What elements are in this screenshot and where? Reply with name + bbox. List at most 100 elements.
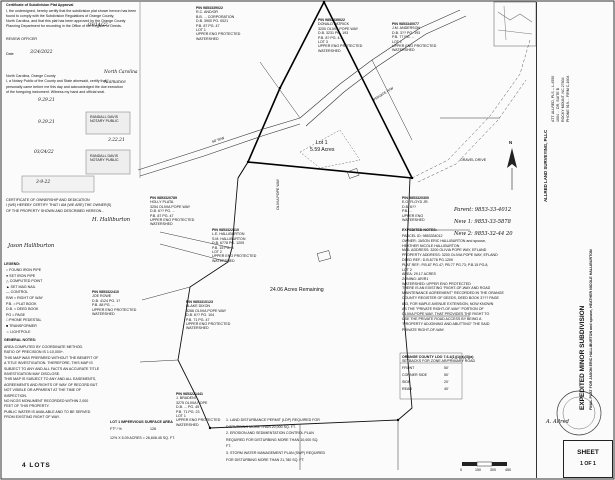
pin-new-1: New 1: 9853-33-5878 — [454, 219, 511, 225]
setback-distance: 20' — [444, 380, 449, 384]
setback-type: SIDE — [402, 380, 411, 384]
permit-note-line: FT. — [226, 444, 231, 449]
certificate-heading: Certificate of Subdivision Plat Approval — [6, 3, 74, 7]
parcel-line: WATERSHED — [186, 326, 209, 331]
north-label: N — [509, 140, 513, 145]
parcel-line: B.B. ... CORPORATION — [196, 14, 235, 19]
parcel-line: JOE ROWE — [92, 294, 112, 299]
parcel-line: DONALD PATRICK — [318, 22, 350, 27]
firm-line: ROCKY MOUNT, NC 27804 — [561, 77, 565, 122]
permit-note-line: FOR DISTURBING MORE THAN 21,780 SQ. FT. — [226, 457, 305, 462]
parcel-pin: PIN 9853340077 — [392, 22, 419, 26]
expedited-note-line: HEATHER NICOLE HALLIBURTON — [402, 243, 460, 248]
parcel-pin: PIN 9853339022 — [196, 6, 223, 10]
general-note-line: AREA COMPUTED BY COORDINATE METHOD. — [4, 345, 84, 349]
parcel-line: UPPER ENO PROTECTED — [392, 44, 437, 48]
notary-block: North Carolina, Orange County I, a Notar… — [6, 74, 124, 95]
setbacks-subtitle: SETBACKS FOR ZONE AR/PRIMARY ROAD — [402, 359, 476, 363]
legend-item: ☼ LIGHTPOLE — [6, 329, 31, 334]
parcel-line: WATERSHED — [150, 222, 173, 227]
pin-parent: Parent: 9853-33-4012 — [454, 207, 512, 213]
parcel-line: D.B. 3231 PG. 193 — [318, 31, 349, 36]
parcel-line: UPPER ENO PROTECTED — [176, 418, 221, 423]
road-edge-4 — [305, 15, 467, 127]
row-note-line: USE THE PRIVATE ROAD ACCESS BY BEING A — [402, 317, 482, 322]
parcel-line: P.B. ... — [402, 209, 413, 214]
gravel-drive-edge-1 — [411, 39, 531, 179]
impervious-unit: FT² / % — [110, 427, 122, 431]
stamp-date-3: 3-9-22 — [36, 180, 51, 185]
general-note-line: AGREEMENTS AND RIGHTS OF WAY OF RECORD B… — [4, 382, 98, 387]
legend-item: P.B. = PLAT BOOK — [6, 301, 37, 306]
parcel-line: WATERSHED — [318, 48, 341, 53]
legend-item: ■ TRANSFORMER — [6, 324, 37, 328]
permit-note-line: 3. STORM WATER MANAGEMENT PLAN (SWP) REQ… — [226, 451, 326, 455]
row-note-line: MAINTENANCE AGREEMENT" RECORDED IN THE O… — [402, 291, 504, 296]
sub-title: FINAL PLAT FOR JASON ERIC HALLIBURTON an… — [589, 249, 593, 410]
setback-type: CORNER SIDE — [402, 373, 427, 377]
expedited-note-line: WATERSHED: UPPER ENO PROTECTED — [402, 282, 471, 286]
main-title: EXPEDITED MINOR SUBDIVISION — [579, 305, 586, 410]
date-signed-2: 9.29.21 — [38, 120, 55, 125]
expedited-note-line: PROPERTY ADDRESS: 3200 OLIVIA POPE WAY, … — [402, 253, 498, 258]
setback-type: REAR — [402, 387, 412, 391]
expedited-note-line: MAIL ADDRESS: 3200 OLIVIA POPE WAY, EFLA… — [402, 248, 487, 253]
legend-title: LEGEND: — [4, 262, 21, 266]
parcel-line: BLAKE DIXON — [186, 304, 210, 309]
setback-type: FRONT — [402, 366, 415, 370]
parcel-pin: PIN 9853221441 — [176, 392, 203, 396]
row-note-line: "PROPERTY ADJOINING AND ABUTTING" THE SA… — [402, 322, 490, 327]
parcel-line: UPPER ENO PROTECTED — [186, 322, 231, 326]
permit-note-line: 1. LAND DISTURBANCE PERMIT (LDP) REQUIRE… — [226, 418, 320, 422]
owner-signature: H. Halliburton — [92, 217, 131, 223]
parcel-pin: PIN 9853320300 — [402, 196, 429, 200]
stamp-date-4: 03/24/22 — [34, 150, 54, 155]
owner-certificate: CERTIFICATE OF OWNERSHIP AND DEDICATION … — [6, 198, 112, 213]
company-name: ALLRED LAND SURVEYING, PLLC — [543, 129, 548, 202]
parcel-line: 3200 OLIVIA POPE WAY — [318, 26, 359, 31]
permit-note-line: DISTURBING MORE THAN 20,000 SQ. FT. — [226, 424, 296, 429]
legend-item: D.B. = DEED BOOK — [6, 307, 39, 312]
impervious-title: LOT 1 IMPERVIOUS SURFACE AREA — [110, 420, 173, 424]
setback-distance: 50' — [444, 373, 449, 377]
parcel-line: HOLLY PLATA — [150, 200, 174, 205]
general-notes-title: GENERAL NOTES: — [4, 338, 37, 342]
parcel-line: WATERSHED — [402, 218, 425, 222]
sheet-number: 1 OF 1 — [580, 461, 596, 467]
review-officer-label: REVIEW OFFICER — [6, 37, 37, 41]
north-arrow-shape — [507, 148, 517, 168]
sheet-label: SHEET — [577, 449, 599, 456]
stamp-date-2: 3/24/2022 — [30, 50, 53, 55]
legend-item: □ PHONE PEDESTAL — [6, 318, 42, 323]
pin-new-2: New 2: 9853-32-44 20 — [454, 231, 513, 237]
general-note-line: A TITLE INVESTIGATION. THEREFORE, THIS M… — [4, 361, 93, 366]
legend-item: △ COMPUTED POINT — [6, 279, 43, 284]
parcel-line: D.B. 6?? PG. 104 — [186, 313, 215, 318]
expedited-note-line: ZONING: AR/R1 — [402, 277, 429, 282]
parcel-line: D.B. 6?? — [402, 204, 416, 209]
parcel-line: P.B. 15 PG. 8 — [212, 245, 234, 250]
general-note-line: SUBJECT TO ANY AND ALL FACTS AN ACCURATE… — [4, 366, 100, 371]
parcel-line: LOT 2 — [212, 250, 222, 254]
road-edge-1 — [137, 117, 301, 171]
county-name: Alamance — [104, 80, 126, 85]
parcel-line: L.E. HALLIBURTON — [212, 232, 245, 237]
road-label-gravel: GRAVEL DRIVE — [460, 158, 487, 162]
general-note-line: THIS MAP WAS PREPARED WITHOUT THE BENEFI… — [4, 355, 99, 360]
firm-line: PHONE 919-... FIRM C-1604 — [566, 75, 570, 122]
parcel-line: 3254 OLIVIA POPE WAY — [150, 204, 191, 209]
parcel-line: P.B. 77 PG. ... — [392, 35, 415, 40]
general-note-line: NO NCGS MONUMENT RECORDED WITHIN 2,000 — [4, 399, 89, 403]
expedited-note-line: AREA: 29.17 ACRES — [402, 272, 436, 277]
remaining-acres: 24.06 Acres Remaining — [270, 287, 324, 293]
parcel-line: LOT 1 — [176, 414, 186, 418]
date-signed-3: 3.22.21 — [108, 138, 125, 143]
setback-distance: 40' — [444, 387, 449, 391]
parcel-pin: PIN 9853322410 — [212, 228, 239, 232]
setback-distance: 50' — [444, 366, 449, 370]
permit-note-line: REQUIRED FOR DISTURBING MORE THAN 10,000… — [226, 437, 319, 442]
parcel-line: P.B. 71 PG. 23 — [176, 409, 200, 414]
row-note-line: OLIVIA POPE WAY. THAT PROVIDES THE RIGHT… — [402, 312, 490, 316]
scale-label: 0 — [460, 468, 462, 472]
